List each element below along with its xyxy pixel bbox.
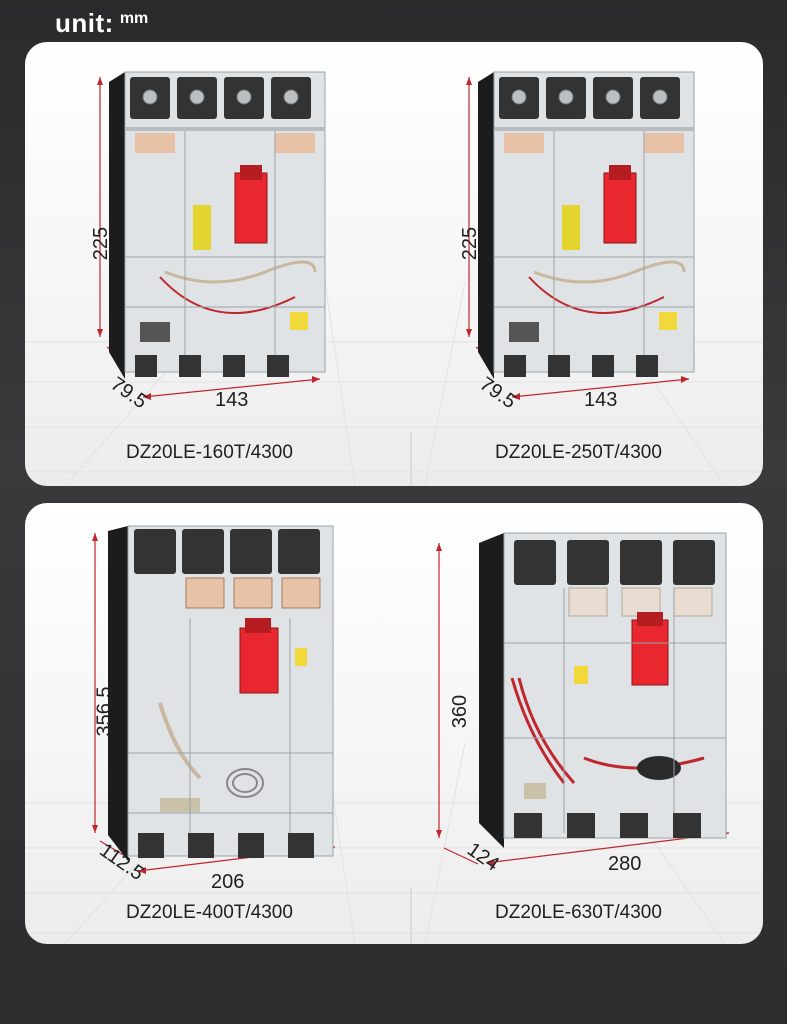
width-dimension: 143 (584, 389, 618, 411)
product-card: 225 79.5 143 DZ20LE-250T/4300 (394, 42, 763, 486)
unit-header: unit: mm (55, 8, 148, 39)
model-name: DZ20LE-160T/4300 (126, 442, 293, 463)
unit-label: unit: (55, 8, 114, 38)
breaker-image (92, 525, 336, 874)
unit-value: mm (119, 10, 149, 27)
breaker-image (97, 71, 326, 400)
model-name: DZ20LE-630T/4300 (495, 902, 662, 923)
model-name: DZ20LE-400T/4300 (126, 902, 293, 923)
product-card: 225 79.5 143 DZ20LE-160T/4300 (25, 42, 394, 486)
width-dimension: 280 (608, 853, 642, 875)
product-panel-top: 225 79.5 143 DZ20LE-160T/4300 (25, 42, 763, 486)
product-card: 360 124 280 DZ20LE-630T/4300 (394, 503, 763, 944)
product-card: 356.5 112.5 206 DZ20LE-400T/4300 (25, 503, 394, 944)
model-name: DZ20LE-250T/4300 (495, 442, 662, 463)
breaker-image (466, 71, 695, 400)
height-dimension: 360 (449, 694, 472, 729)
width-dimension: 206 (211, 871, 245, 893)
height-dimension: 225 (90, 226, 113, 261)
breaker-image (436, 532, 730, 866)
width-dimension: 143 (215, 389, 249, 411)
height-dimension: 356.5 (93, 686, 116, 737)
product-panel-bottom: 356.5 112.5 206 DZ20LE-400T/4300 (25, 503, 763, 944)
height-dimension: 225 (459, 226, 482, 261)
